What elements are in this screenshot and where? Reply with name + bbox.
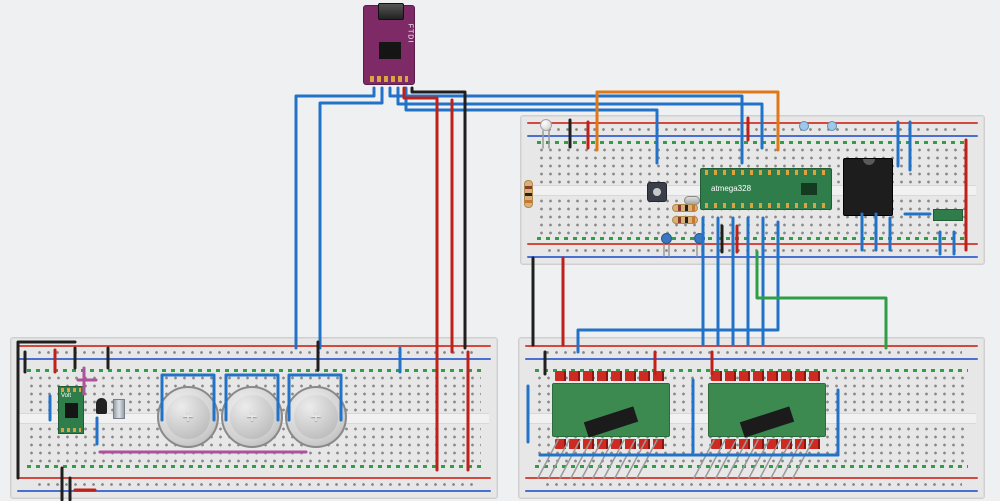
power-rail-bottom: [527, 241, 978, 261]
ceramic-cap-1[interactable]: [661, 233, 672, 244]
contact-ticks: [535, 368, 968, 372]
power-rail-top: [17, 342, 491, 362]
led-row-bottom: [711, 439, 823, 449]
white-led[interactable]: [540, 119, 552, 131]
contact-ticks: [537, 140, 968, 144]
wires-green[interactable]: [755, 250, 888, 350]
regulator-ic: [65, 403, 78, 418]
rail-holes: [541, 480, 962, 488]
smd-part: [801, 183, 817, 195]
rail-holes: [33, 348, 475, 356]
contact-ticks: [27, 464, 481, 468]
ceramic-cap-2[interactable]: [694, 233, 705, 244]
electrolytic-cap[interactable]: [113, 399, 125, 419]
rail-minus-line: [17, 357, 491, 360]
power-rail-top: [527, 120, 978, 140]
resistor-vertical[interactable]: [524, 180, 533, 208]
rail-plus-line: [527, 242, 978, 245]
pin-row-bottom: [61, 428, 81, 432]
mcu-label: atmega328: [711, 184, 752, 193]
battery-plus-mark: +: [246, 405, 258, 428]
button-cap: [653, 188, 661, 196]
module-chip: [583, 406, 639, 438]
rail-plus-line: [17, 476, 491, 479]
dip-ic-socket[interactable]: [843, 158, 893, 216]
regulator-label: Volt: [61, 393, 72, 399]
rail-plus-line: [525, 476, 978, 479]
pin-row-top: [705, 170, 827, 175]
coin-cell-1[interactable]: +: [157, 386, 219, 448]
rail-minus-line: [17, 489, 491, 492]
rail-minus-line: [525, 489, 978, 492]
module-pcb: [708, 383, 826, 438]
power-rail-bottom: [525, 474, 978, 494]
rail-minus-line: [527, 135, 978, 138]
rail-holes: [543, 126, 962, 134]
ftdi-label: FTDI: [406, 23, 414, 44]
rail-holes: [543, 246, 962, 254]
transistor[interactable]: [96, 398, 107, 414]
voltage-regulator-board[interactable]: Volt: [58, 386, 84, 434]
battery-plus-mark: +: [310, 405, 322, 428]
tactile-button[interactable]: [647, 182, 667, 202]
rail-cap-1[interactable]: [799, 121, 809, 131]
power-rail-top: [525, 342, 978, 362]
led-bar-module-1[interactable]: [552, 371, 670, 449]
power-rail-bottom: [17, 474, 491, 494]
mini-usb-connector: [378, 3, 404, 20]
contact-ticks: [535, 464, 968, 468]
ftdi-chip: [379, 42, 401, 59]
rail-cap-2[interactable]: [827, 121, 837, 131]
rail-holes: [33, 480, 475, 488]
rail-holes: [541, 348, 962, 356]
rail-minus-line: [525, 357, 978, 360]
contact-ticks: [537, 236, 968, 240]
module-pcb: [552, 383, 670, 438]
mini-green-board[interactable]: [933, 209, 963, 221]
rail-plus-line: [527, 122, 978, 125]
resistor-horizontal-2[interactable]: [672, 216, 698, 224]
led-row-top: [555, 371, 667, 381]
pin-row-top: [61, 388, 81, 392]
coin-cell-3[interactable]: +: [285, 386, 347, 448]
ftdi-breakout-board[interactable]: FTDI: [363, 3, 415, 85]
led-row-bottom: [555, 439, 667, 449]
rail-plus-line: [17, 344, 491, 347]
resistor-horizontal-1[interactable]: [672, 204, 698, 212]
pin-row-bottom: [705, 203, 827, 208]
led-bar-module-2[interactable]: [708, 371, 826, 449]
battery-plus-mark: +: [182, 405, 194, 428]
led-row-top: [711, 371, 823, 381]
contact-ticks: [27, 368, 481, 372]
module-chip: [739, 406, 795, 438]
dip-notch: [863, 159, 875, 165]
rail-plus-line: [525, 344, 978, 347]
header-pins: [370, 76, 408, 82]
atmega328-board[interactable]: atmega328: [700, 168, 832, 210]
rail-minus-line: [527, 255, 978, 258]
coin-cell-2[interactable]: +: [221, 386, 283, 448]
